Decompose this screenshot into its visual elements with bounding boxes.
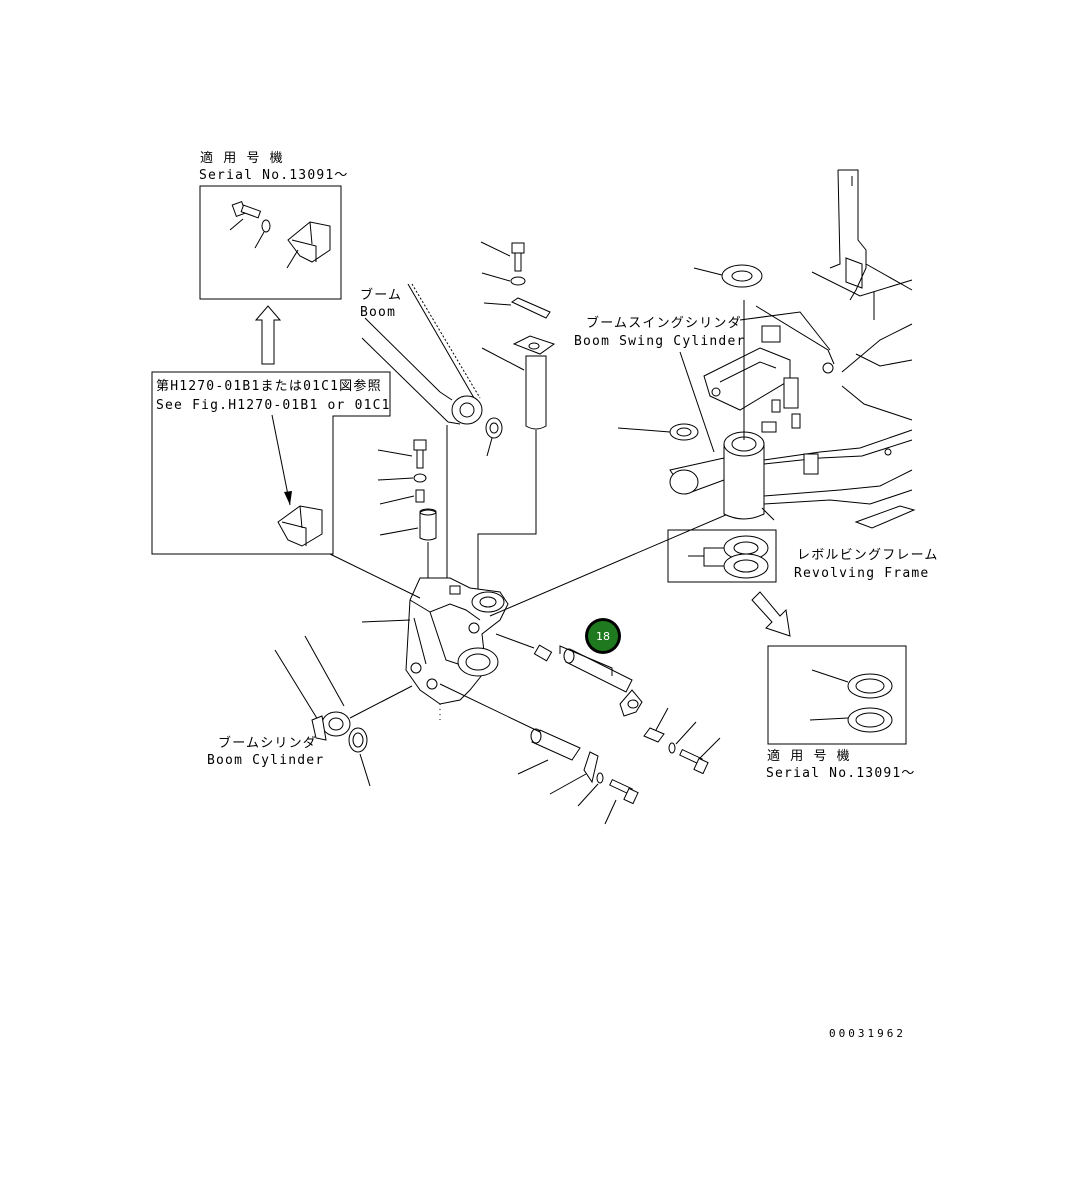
revolving-frame-inset: レボルビングフレーム Revolving Frame: [667, 529, 939, 583]
bottom-washer-part: [577, 772, 604, 807]
mid-plate-part: [379, 489, 425, 505]
boom-swing-cylinder-jp: ブームスイングシリンダ: [586, 315, 742, 331]
callout-18-badge[interactable]: 18: [585, 618, 621, 654]
mid-washer-part: [377, 473, 427, 483]
see-fig-en: See Fig.H1270-01B1 or 01C1: [156, 398, 391, 413]
grease-fitting-part: [495, 633, 553, 662]
inset-washer-icon: [254, 219, 271, 249]
inset-bottom-right: 適 用 号 機 Serial No.13091～: [766, 645, 916, 781]
boom-cylinder-part: ブームシリンダ Boom Cylinder: [207, 635, 413, 768]
inset-top-frame: [199, 185, 342, 300]
boom-label-en: Boom: [360, 305, 396, 320]
boom-part: ブーム Boom: [360, 283, 483, 600]
bottom-bolt-part: [604, 778, 639, 825]
up-arrow-icon: [254, 305, 282, 365]
pin-bolt-part: [679, 737, 721, 775]
bottom-pin-part: [439, 683, 581, 775]
revolving-frame-part: [703, 169, 916, 529]
revolving-washer-frame: [667, 529, 777, 583]
inset-bottom-frame: [767, 645, 907, 745]
inset-bottom-serial-jp: 適 用 号 機: [767, 748, 851, 764]
pin-washer-part: [668, 721, 697, 754]
drawing-number: 00031962: [829, 1027, 906, 1040]
inset-bottom-serial-en: Serial No.13091～: [766, 766, 916, 781]
callout-18-number: 18: [596, 630, 610, 643]
top-bolt-part: [480, 241, 525, 272]
inset-bracket-icon: [286, 221, 331, 269]
boom-cylinder-washer-part: [348, 727, 371, 787]
revolving-frame-jp: レボルビングフレーム: [797, 548, 939, 563]
swing-bracket-part: [361, 577, 509, 720]
boom-swing-cylinder-part: ブームスイングシリンダ Boom Swing Cylinder: [574, 300, 765, 520]
pin-retainer-part: [643, 707, 669, 743]
boom-cylinder-jp: ブームシリンダ: [218, 735, 317, 751]
swing-cylinder-washer-part: [617, 423, 699, 441]
callout-18-fill: [588, 621, 618, 651]
inset-top-left: 適 用 号 機 Serial No.13091～: [199, 150, 349, 300]
boom-cylinder-en: Boom Cylinder: [207, 753, 324, 768]
boom-label-jp: ブーム: [360, 287, 402, 303]
see-fig-jp: 第H1270-01B1または01C1図参照: [156, 378, 382, 394]
see-fig-box: 第H1270-01B1または01C1図参照 See Fig.H1270-01B1…: [151, 371, 391, 555]
swing-pin-part: [559, 645, 643, 717]
mid-pin-part: [379, 508, 437, 578]
inset-top-serial-jp: 適 用 号 機: [200, 150, 284, 166]
bottom-plate-part: [549, 751, 599, 795]
boom-swing-cylinder-en: Boom Swing Cylinder: [574, 334, 746, 349]
down-right-arrow-icon: [751, 591, 791, 637]
inset-bolt-icon: [229, 201, 262, 231]
top-right-washer-part: [693, 264, 763, 288]
boom-washer-part: [485, 417, 503, 457]
top-plate-part: [483, 297, 551, 319]
inset-top-serial-en: Serial No.13091～: [199, 168, 349, 183]
top-washer-part: [481, 272, 526, 286]
revolving-frame-en: Revolving Frame: [794, 566, 929, 581]
reference-bracket-icon: [277, 505, 323, 547]
mid-bolt-part: [377, 439, 427, 469]
top-pin-part: [477, 335, 556, 600]
